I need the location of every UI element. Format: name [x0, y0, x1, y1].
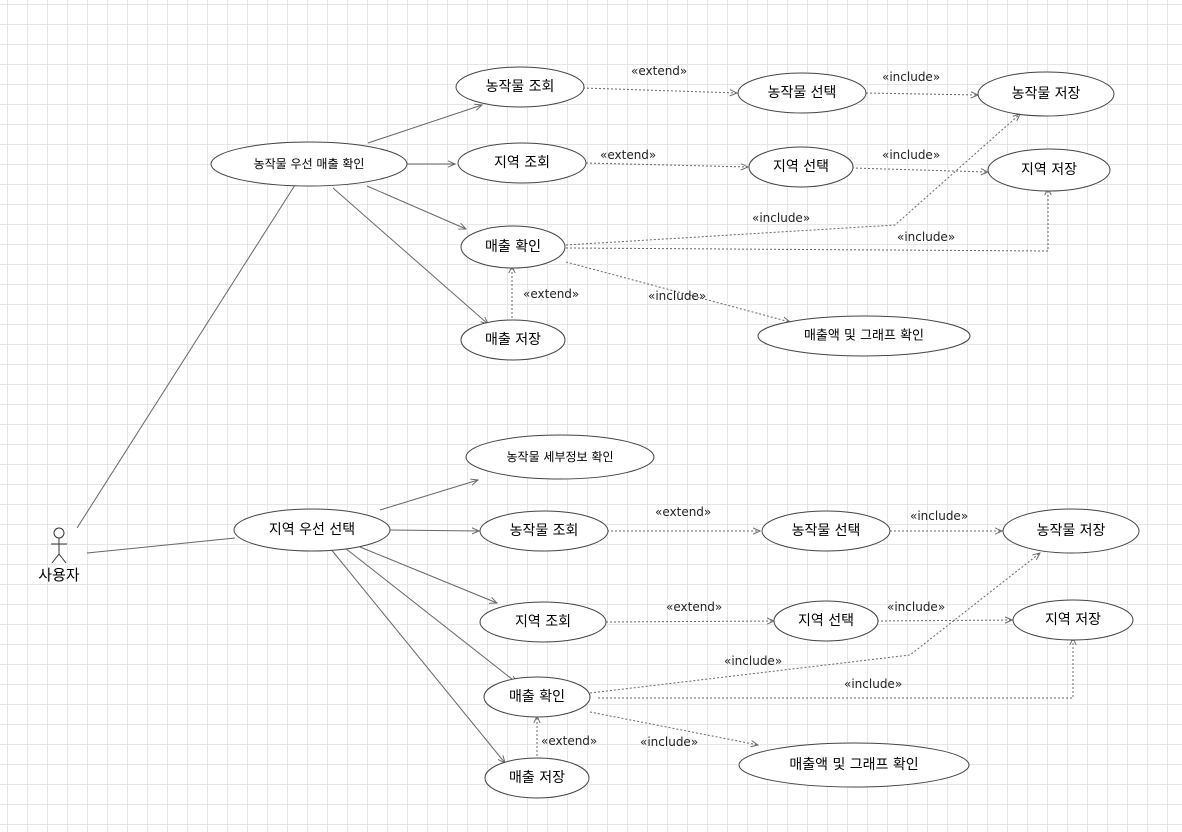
usecase-top-sales-graph[interactable]: 매출액 및 그래프 확인 [757, 315, 971, 357]
dep-top-crop-select-save [865, 93, 978, 95]
svg-text:매출 저장: 매출 저장 [509, 770, 565, 786]
svg-text:농작물 조회: 농작물 조회 [486, 79, 555, 95]
svg-text:농작물 저장: 농작물 저장 [1037, 523, 1106, 539]
label-include: «include» [910, 509, 968, 523]
svg-text:농작물 세부정보 확인: 농작물 세부정보 확인 [507, 450, 614, 464]
usecase-bottom-crop-select[interactable]: 농작물 선택 [761, 510, 891, 552]
label-extend: «extend» [666, 600, 722, 614]
svg-text:지역 저장: 지역 저장 [1045, 612, 1101, 628]
label-include: «include» [882, 148, 940, 162]
assoc-actor-bottom-main [86, 537, 236, 554]
stereotype-labels: «extend» «include» «extend» «include» «i… [523, 64, 968, 749]
usecase-top-main[interactable]: 농작물 우선 매출 확인 [210, 141, 408, 187]
usecase-top-crop-save[interactable]: 농작물 저장 [977, 71, 1115, 117]
bottom-use-cases: 지역 우선 선택 농작물 세부정보 확인 농작물 조회 농작물 선택 농작물 저… [233, 434, 1140, 799]
assoc-top-main-sales-save [332, 187, 488, 324]
dep-top-sales-region-save [565, 188, 1048, 252]
svg-text:지역 조회: 지역 조회 [515, 614, 571, 630]
dep-bottom-region-query-select [605, 621, 774, 622]
label-include: «include» [724, 654, 782, 668]
stick-figure-icon [51, 527, 67, 564]
label-include: «include» [648, 289, 706, 303]
assoc-bottom-main-crop-query [388, 530, 479, 531]
svg-text:지역 선택: 지역 선택 [798, 613, 854, 629]
usecase-top-crop-select[interactable]: 농작물 선택 [737, 72, 867, 114]
svg-text:매출 확인: 매출 확인 [509, 689, 565, 705]
svg-text:매출액 및 그래프 확인: 매출액 및 그래프 확인 [789, 757, 918, 773]
label-include: «include» [882, 70, 940, 84]
dep-bottom-sales-graph [589, 711, 758, 745]
label-include: «include» [752, 211, 810, 225]
label-include: «include» [897, 230, 955, 244]
label-include: «include» [640, 735, 698, 749]
dep-top-region-select-save [851, 167, 988, 172]
associations [76, 105, 517, 763]
label-include: «include» [844, 677, 902, 691]
actor[interactable]: 사용자 [38, 527, 80, 584]
assoc-bottom-main-sales-save [329, 547, 505, 763]
assoc-bottom-main-region-query [359, 546, 497, 603]
svg-text:매출 확인: 매출 확인 [485, 239, 541, 255]
dep-top-region-query-select [585, 162, 748, 167]
label-extend: «extend» [600, 148, 656, 162]
svg-text:농작물 선택: 농작물 선택 [792, 523, 861, 539]
usecase-top-sales-save[interactable]: 매출 저장 [460, 319, 566, 361]
usecase-top-region-select[interactable]: 지역 선택 [748, 146, 854, 188]
usecase-top-sales-check[interactable]: 매출 확인 [460, 225, 566, 269]
assoc-bottom-main-sales-check [344, 547, 517, 683]
usecase-bottom-sales-check[interactable]: 매출 확인 [483, 676, 591, 718]
label-extend: «extend» [523, 287, 579, 301]
label-extend: «extend» [631, 64, 687, 78]
usecase-bottom-region-select[interactable]: 지역 선택 [773, 600, 879, 642]
dep-top-sales-crop-save [565, 114, 1020, 246]
svg-text:지역 조회: 지역 조회 [494, 155, 550, 171]
svg-text:농작물 저장: 농작물 저장 [1012, 86, 1081, 102]
dep-top-crop-query-select [582, 87, 737, 93]
label-extend: «extend» [541, 734, 597, 748]
usecase-bottom-crop-query[interactable]: 농작물 조회 [479, 510, 609, 552]
usecase-top-region-query[interactable]: 지역 조회 [457, 142, 587, 184]
usecase-bottom-region-query[interactable]: 지역 조회 [479, 601, 607, 643]
dep-top-sales-graph [565, 261, 790, 322]
svg-text:지역 선택: 지역 선택 [773, 159, 829, 175]
actor-label: 사용자 [38, 566, 80, 584]
svg-text:매출액 및 그래프 확인: 매출액 및 그래프 확인 [804, 329, 924, 344]
svg-text:매출 저장: 매출 저장 [485, 332, 541, 348]
svg-text:지역 우선 선택: 지역 우선 선택 [269, 522, 355, 538]
usecase-top-crop-query[interactable]: 농작물 조회 [455, 66, 585, 108]
usecase-bottom-crop-detail[interactable]: 농작물 세부정보 확인 [465, 434, 655, 480]
svg-text:농작물 조회: 농작물 조회 [510, 523, 579, 539]
assoc-bottom-main-crop-detail [379, 480, 478, 511]
usecase-bottom-sales-save[interactable]: 매출 저장 [484, 757, 590, 799]
usecase-bottom-region-save[interactable]: 지역 저장 [1012, 599, 1134, 641]
dep-bottom-region-select-save [876, 620, 1012, 621]
dep-bottom-sales-region-save [598, 638, 1073, 699]
dependencies [512, 87, 1073, 760]
svg-text:농작물 우선 매출 확인: 농작물 우선 매출 확인 [254, 157, 365, 171]
usecase-bottom-sales-graph[interactable]: 매출액 및 그래프 확인 [738, 742, 970, 788]
top-use-cases: 농작물 우선 매출 확인 농작물 조회 농작물 선택 농작물 저장 지역 조회 … [210, 66, 1115, 361]
usecase-bottom-crop-save[interactable]: 농작물 저장 [1002, 508, 1140, 554]
assoc-top-main-crop-query [367, 105, 482, 144]
usecase-bottom-main[interactable]: 지역 우선 선택 [233, 508, 391, 552]
dep-bottom-sales-crop-save [589, 553, 1040, 694]
label-include: «include» [887, 600, 945, 614]
svg-text:지역 저장: 지역 저장 [1021, 162, 1077, 178]
assoc-actor-top-main [76, 184, 296, 529]
label-extend: «extend» [655, 505, 711, 519]
assoc-top-main-sales-check [366, 185, 466, 229]
usecase-top-region-save[interactable]: 지역 저장 [987, 148, 1111, 192]
svg-text:농작물 선택: 농작물 선택 [768, 85, 837, 101]
